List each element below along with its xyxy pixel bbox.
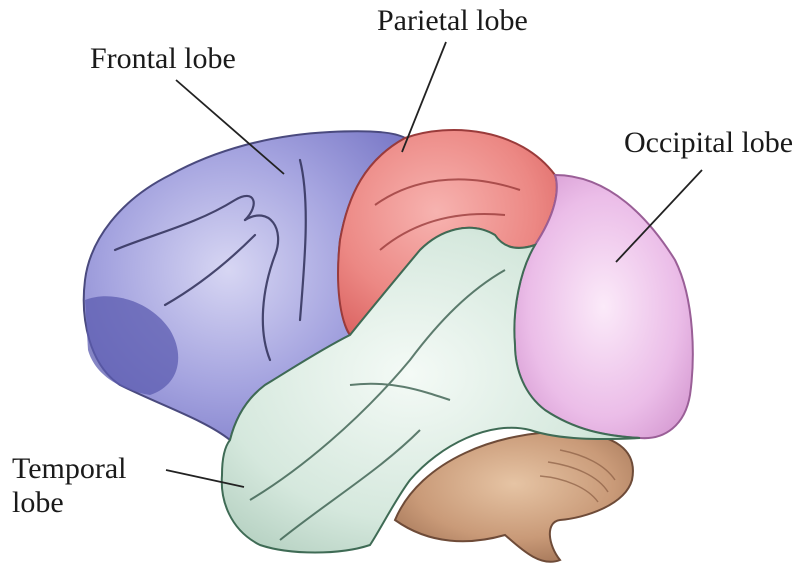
temporal-label-line2: lobe: [12, 486, 127, 520]
temporal-lobe-label: Temporal lobe: [12, 452, 127, 520]
frontal-lobe-label: Frontal lobe: [90, 42, 236, 76]
occipital-lobe-label: Occipital lobe: [624, 126, 793, 160]
temporal-label-line1: Temporal: [12, 452, 127, 486]
parietal-lobe-label: Parietal lobe: [377, 4, 528, 38]
